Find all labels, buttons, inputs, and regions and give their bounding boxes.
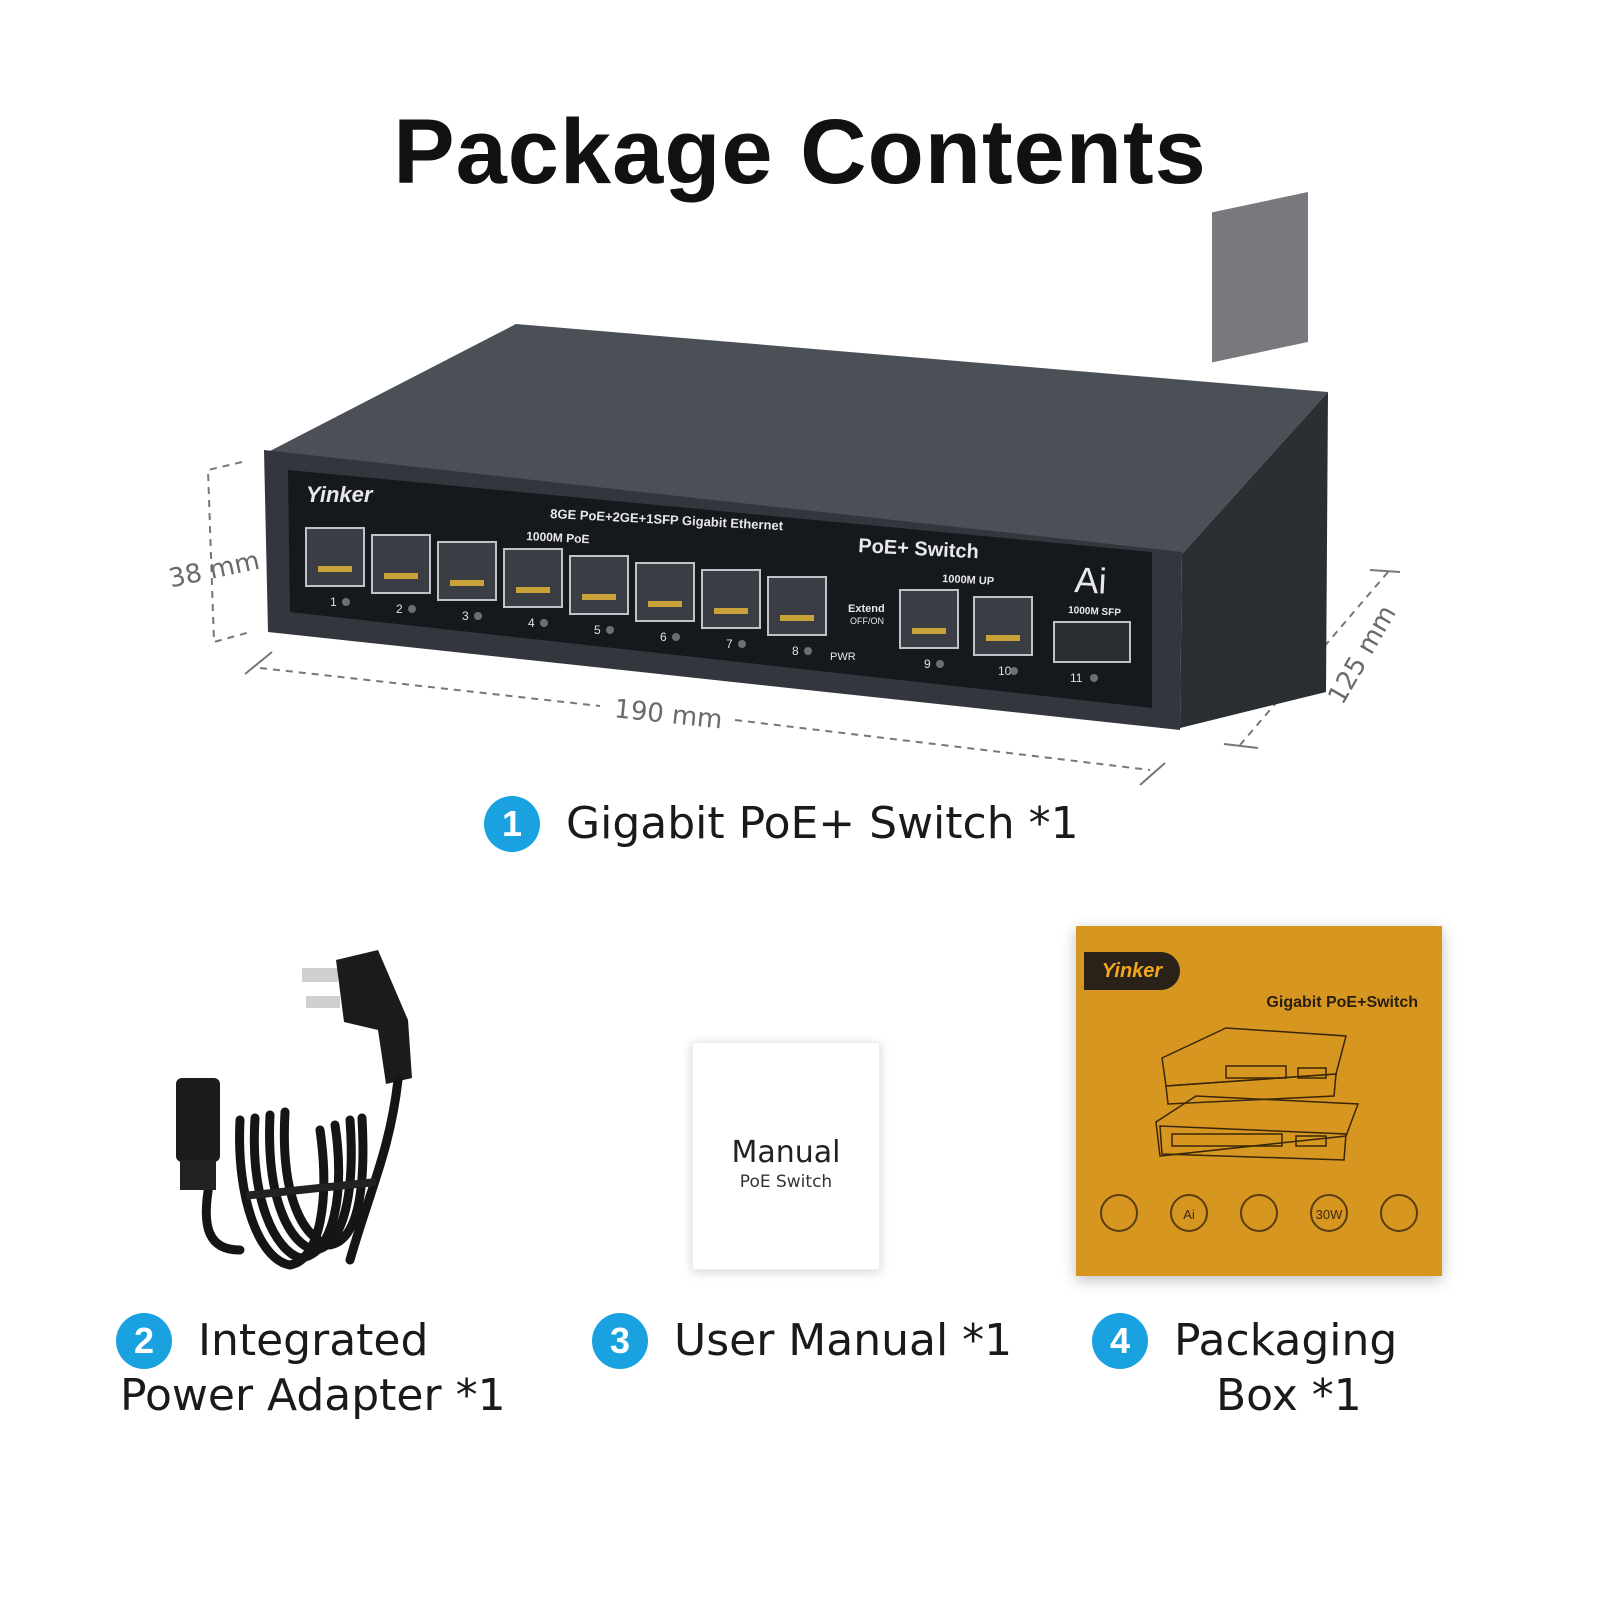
port-led	[540, 619, 548, 627]
port-number-label: 11	[1070, 671, 1083, 685]
port-3	[437, 541, 497, 601]
port-number-label: 5	[594, 623, 601, 637]
port-number-label: 7	[726, 637, 733, 651]
packaging-box-illustration: Yinker Gigabit PoE+Switch Ai 30W	[1076, 926, 1442, 1276]
port-7	[701, 569, 761, 629]
port-pins	[318, 566, 352, 572]
port-led	[936, 660, 944, 668]
item-3-badge: 3	[592, 1313, 648, 1369]
manual-subtitle: PoE Switch	[739, 1172, 833, 1192]
uplink-label: 1000M UP	[942, 573, 995, 588]
port-led	[804, 647, 812, 655]
30w-icon: 30W	[1310, 1194, 1348, 1232]
item-2-label-line2: Power Adapter *1	[120, 1370, 506, 1421]
port-group: 1 2 3 4 5 6 7 8 9 10 11	[305, 527, 1131, 685]
network-icon	[1380, 1194, 1418, 1232]
port-9	[899, 589, 959, 649]
user-manual-illustration: Manual PoE Switch	[692, 1042, 880, 1270]
item-2-label-line1: Integrated	[198, 1315, 429, 1366]
port-pins	[384, 573, 418, 579]
height-dimension	[206, 461, 251, 644]
port-led	[1010, 667, 1018, 675]
pwr-label: PWR	[830, 651, 856, 663]
port-pins	[714, 608, 748, 614]
item-4-label-line2: Box *1	[1216, 1370, 1362, 1421]
port-number-label: 4	[528, 616, 535, 630]
port-led	[672, 633, 680, 641]
port-8	[767, 576, 827, 636]
manual-title: Manual	[731, 1135, 841, 1170]
port-pins	[648, 601, 682, 607]
port-led	[738, 640, 746, 648]
port-led	[606, 626, 614, 634]
port-number-label: 9	[924, 657, 931, 671]
port-2	[371, 534, 431, 594]
poe-group-label: 1000M PoE	[526, 529, 590, 546]
item-1-label: Gigabit PoE+ Switch *1	[566, 798, 1079, 849]
page-title: Package Contents	[393, 101, 1207, 203]
port-led	[474, 612, 482, 620]
chip-icon	[1240, 1194, 1278, 1232]
switch-brand-label: Yinker	[306, 482, 374, 507]
port-1	[305, 527, 365, 587]
port-pins	[516, 587, 550, 593]
sfp-label: 1000M SFP	[1068, 605, 1122, 619]
ai-label: Ai	[1074, 559, 1108, 602]
port-number-label: 6	[660, 630, 667, 644]
port-6	[635, 562, 695, 622]
port-led	[1090, 674, 1098, 682]
port-4	[503, 548, 563, 608]
port-10	[973, 596, 1033, 656]
item-4-label-line1: Packaging	[1174, 1315, 1398, 1366]
port-pins	[986, 635, 1020, 641]
item-3-label: User Manual *1	[674, 1315, 1013, 1366]
box-brand-logo: Yinker	[1084, 952, 1180, 990]
switch-top	[268, 324, 1328, 554]
port-led	[408, 605, 416, 613]
item-4-badge: 4	[1092, 1313, 1148, 1369]
item-2-caption: 2 Integrated Power Adapter *1	[116, 1312, 506, 1423]
box-feature-icons: Ai 30W	[1100, 1194, 1418, 1234]
port-pins	[780, 615, 814, 621]
side-vents	[1212, 191, 1308, 363]
extend-label: Extend	[848, 603, 885, 615]
port-number-label: 1	[330, 595, 337, 609]
item-2-badge: 2	[116, 1313, 172, 1369]
port-5	[569, 555, 629, 615]
power-plug-icon	[302, 950, 412, 1084]
port-number-label: 8	[792, 644, 799, 658]
ai-icon: Ai	[1170, 1194, 1208, 1232]
iec-connector-icon	[176, 1078, 220, 1190]
extend-state: OFF/ON	[850, 616, 884, 626]
item-3-caption: 3 User Manual *1	[592, 1312, 1012, 1369]
item-1-badge: 1	[484, 796, 540, 852]
coiled-cable	[201, 1075, 403, 1270]
item-1-caption: 1 Gigabit PoE+ Switch *1	[484, 795, 1079, 852]
switch-side	[1180, 392, 1328, 728]
port-pins	[912, 628, 946, 634]
shield-icon	[1100, 1194, 1138, 1232]
port-11	[1053, 621, 1131, 663]
port-pins	[450, 580, 484, 586]
port-number-label: 3	[462, 609, 469, 623]
item-4-caption: 4 Packaging Box *1	[1092, 1312, 1397, 1423]
box-switch-drawings	[1155, 1027, 1360, 1161]
width-dimension	[244, 651, 1166, 786]
depth-dimension	[1223, 569, 1401, 749]
port-pins	[582, 594, 616, 600]
port-number-label: 2	[396, 602, 403, 616]
port-number-label: 10	[998, 664, 1012, 678]
box-title: Gigabit PoE+Switch	[1266, 994, 1418, 1011]
port-led	[342, 598, 350, 606]
